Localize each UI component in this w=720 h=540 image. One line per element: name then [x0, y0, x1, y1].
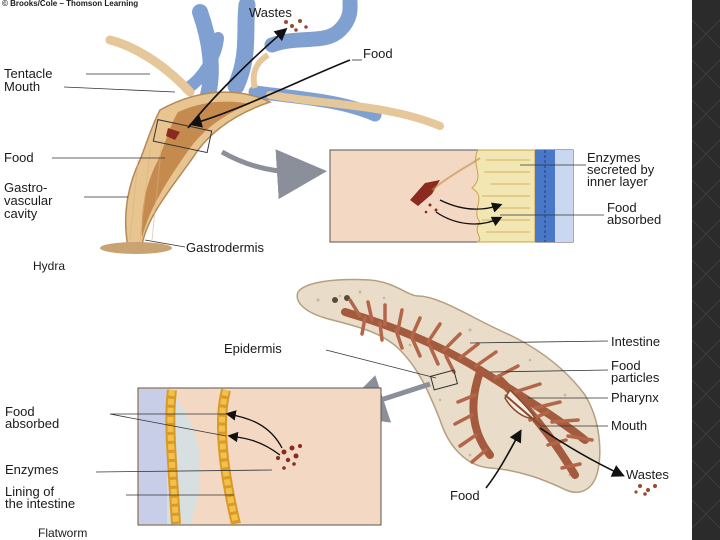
flatworm-label-intestine: Intestine: [611, 334, 660, 349]
hydra-inset-label-absorbed-line2: absorbed: [607, 212, 661, 227]
flatworm-label-particles-line1: Food: [611, 358, 641, 373]
hydra-inset-label-enzymes-line2: secreted by: [587, 162, 655, 177]
hydra-inset-label-enzymes-line1: Enzymes: [587, 150, 641, 165]
hydra-label-tentacle: Tentacle: [4, 66, 52, 81]
hydra-leader-lines: [52, 59, 362, 248]
hydra-label-gastro-line3: cavity: [4, 206, 38, 221]
flatworm-label-particles-line2: particles: [611, 370, 660, 385]
flatworm-inset-label-absorbed-line2: absorbed: [5, 416, 59, 431]
flatworm-inset-label-enzymes: Enzymes: [5, 462, 59, 477]
flatworm-label-wastes: Wastes: [626, 467, 669, 482]
hydra-label-wastes: Wastes: [249, 5, 292, 20]
flatworm-inset-label-lining-line1: Lining of: [5, 484, 55, 499]
flatworm-inset-label-absorbed-line1: Food: [5, 404, 35, 419]
flatworm-inset: [95, 387, 382, 526]
hydra-label-gastrodermis: Gastrodermis: [186, 240, 265, 255]
flatworm-inset-label-lining-line2: the intestine: [5, 496, 75, 511]
flatworm-caption: Flatworm: [38, 526, 87, 540]
slide-side-panel: [692, 0, 720, 540]
hydra-label-gastro-line2: vascular: [4, 193, 53, 208]
hydra-label-food: Food: [4, 150, 34, 165]
hydra-label-gastro-line1: Gastro-: [4, 180, 47, 195]
credit-line: © Brooks/Cole – Thomson Learning: [2, 0, 138, 8]
hydra-caption: Hydra: [33, 259, 65, 273]
hydra-illustration: [100, 0, 444, 254]
flatworm-label-epidermis: Epidermis: [224, 341, 282, 356]
hydra-label-food-top: Food: [363, 46, 393, 61]
flatworm-leader-lines: [325, 340, 609, 427]
flatworm-label-pharynx: Pharynx: [611, 390, 659, 405]
hydra-inset: [329, 149, 604, 243]
hydra-inset-label-absorbed-line1: Food: [607, 200, 637, 215]
flatworm-label-mouth: Mouth: [611, 418, 647, 433]
hydra-inset-label-enzymes-line3: inner layer: [587, 174, 648, 189]
hydra-label-mouth: Mouth: [4, 79, 40, 94]
flatworm-label-food: Food: [450, 488, 480, 503]
